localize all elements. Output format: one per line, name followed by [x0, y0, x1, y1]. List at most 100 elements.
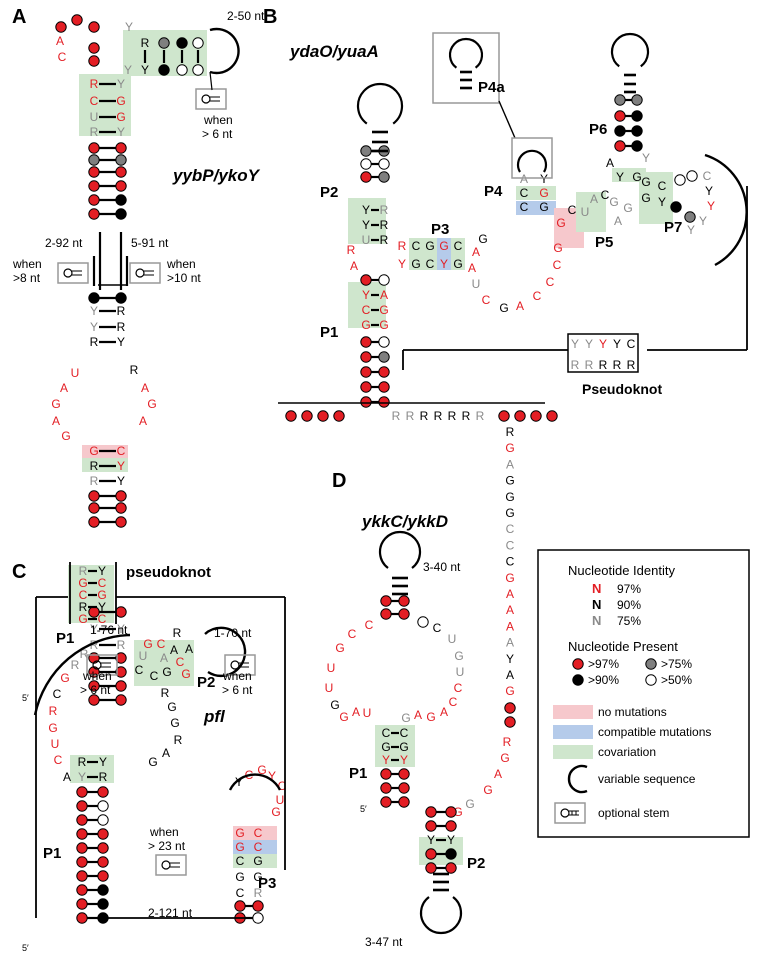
shade-b-p6	[612, 168, 646, 182]
a-iloop-left-4: G	[61, 429, 70, 443]
a-loop-dot-0	[55, 21, 67, 33]
c-when6a-line1: when	[82, 669, 112, 683]
c-p3-9: G	[235, 840, 244, 854]
b-p3-top-4: C	[454, 239, 463, 253]
b-p7-dot-0	[674, 174, 686, 186]
stem-label-a-p1: P1	[56, 630, 74, 647]
c-optional-stem-a	[86, 654, 118, 676]
stem-label-b-p7: P7	[664, 219, 682, 236]
a-top-dot-2	[192, 37, 204, 49]
a-when8-line2: >8 nt	[13, 271, 41, 285]
d-loop-right-9: G	[401, 711, 410, 725]
a-stem1-r-0: Y	[117, 77, 125, 91]
d-loop-left-3: U	[327, 661, 336, 675]
d-tail-b-3: G	[483, 783, 492, 797]
c-p2-8: C	[150, 669, 159, 683]
c-p1-dots-l-0	[76, 786, 88, 798]
legend-variable-arc	[567, 764, 588, 794]
a-stem2-l-0: Y	[90, 304, 98, 318]
c-p2-0: U	[139, 649, 148, 663]
d-tail-11: A	[506, 603, 514, 617]
shade-b-p3a	[409, 238, 423, 270]
stem-label-d-p1: P1	[349, 765, 367, 782]
d-p1-l-1: G	[381, 740, 390, 754]
legend-present-value-97: >97%	[588, 657, 619, 671]
a-stem-top-dot-0	[88, 42, 100, 54]
motif-name-pfl: pfl	[203, 707, 226, 726]
c-pk-l-0: R	[79, 564, 88, 578]
b-p4-2: C	[520, 200, 529, 214]
b-p3-bot-2: C	[426, 257, 435, 271]
a-stem1-r-2: G	[116, 110, 125, 124]
stem-label-b-p2: P2	[320, 184, 338, 201]
c-optional-stem-b-stem	[239, 662, 249, 668]
d-loop-right-1: U	[448, 632, 457, 646]
a-mid-dot-r-0	[115, 292, 127, 304]
b-p4-1: C	[520, 186, 529, 200]
c-five-prime: 5′	[22, 943, 29, 953]
b-p4a-box	[432, 32, 500, 104]
b-three-dot-3	[546, 410, 558, 422]
d-tail-13: A	[506, 636, 514, 650]
b-p4-box	[511, 137, 553, 179]
b-p1-dots-l-0	[360, 336, 372, 348]
b-pk-top-3: Y	[613, 337, 621, 351]
d-tail-b-1: G	[500, 751, 509, 765]
d-loop-left-7: A	[352, 705, 360, 719]
d-tail-1: G	[505, 441, 514, 455]
c-p3-3: Y	[268, 769, 276, 783]
d-tail-b-4: G	[465, 797, 474, 811]
a-stem3-dots-r-1	[115, 502, 127, 514]
b-iloop-0: G	[478, 232, 487, 246]
c-p3-11: C	[236, 854, 245, 868]
c-p1-dots-l-7	[76, 884, 88, 896]
b-p4-3: Y	[540, 172, 548, 186]
legend-present-value-90: >90%	[588, 673, 619, 687]
a-p1-dot-0-l-0	[88, 516, 100, 528]
a-p1-dot-0-r-0	[115, 516, 127, 528]
c-pk-r-3: Y	[98, 600, 106, 614]
d-top-dots-l-0	[380, 595, 392, 607]
b-iloop-4: C	[482, 293, 491, 307]
c-p1-dots-r-8	[97, 898, 109, 910]
b-pk-top-0: Y	[571, 337, 579, 351]
panel-letter-c: C	[12, 561, 26, 583]
b-p3-bot-3: Y	[440, 257, 448, 271]
b-bottom-2: R	[420, 409, 429, 423]
a-variable-arc	[209, 27, 240, 75]
c-variable-arc-left	[33, 633, 131, 716]
c-loop-right-1: G	[167, 700, 176, 714]
b-bottom-3: R	[434, 409, 443, 423]
stem-label-c-p3: P3	[258, 875, 276, 892]
b-p4a-hairpin	[448, 37, 484, 69]
b-p5-0: G	[556, 216, 565, 230]
a-stem1-dots-r-5	[115, 208, 127, 220]
c-when23-line1: when	[149, 825, 179, 839]
legend-present-dot-90	[572, 674, 584, 686]
shade-b-p3c	[437, 238, 451, 270]
a-p1-letters-l-1: R	[90, 638, 99, 652]
c-pk-l-1: G	[78, 576, 87, 590]
c-p3-15: C	[236, 886, 245, 900]
b-five-dot-1	[301, 410, 313, 422]
b-p1-r-0: A	[380, 288, 388, 302]
shade-b-p3d	[451, 238, 465, 270]
c-p3-7: G	[235, 826, 244, 840]
b-p7-0: G	[609, 195, 618, 209]
a-top-left-1: Y	[141, 63, 149, 77]
legend-swatch-no-mutations	[553, 705, 593, 719]
b-p6-3: Y	[642, 151, 650, 165]
b-p4-0: A	[520, 172, 528, 186]
motif-name-ykkc-ykkd: ykkC/ykkD	[361, 512, 448, 531]
b-p1-dots-l-2	[360, 366, 372, 378]
b-bottom-5: R	[462, 409, 471, 423]
c-optional-stem-b-loop	[230, 660, 240, 670]
b-three-dot-0	[498, 410, 510, 422]
b-three-dot-2	[530, 410, 542, 422]
c-length-1-70: 1-70 nt	[214, 626, 252, 640]
legend-optional-stem	[569, 810, 579, 816]
stem-label-b-p4a: P4a	[478, 79, 505, 96]
c-loop-right-3: R	[174, 733, 183, 747]
a-optional-stem	[195, 88, 227, 110]
